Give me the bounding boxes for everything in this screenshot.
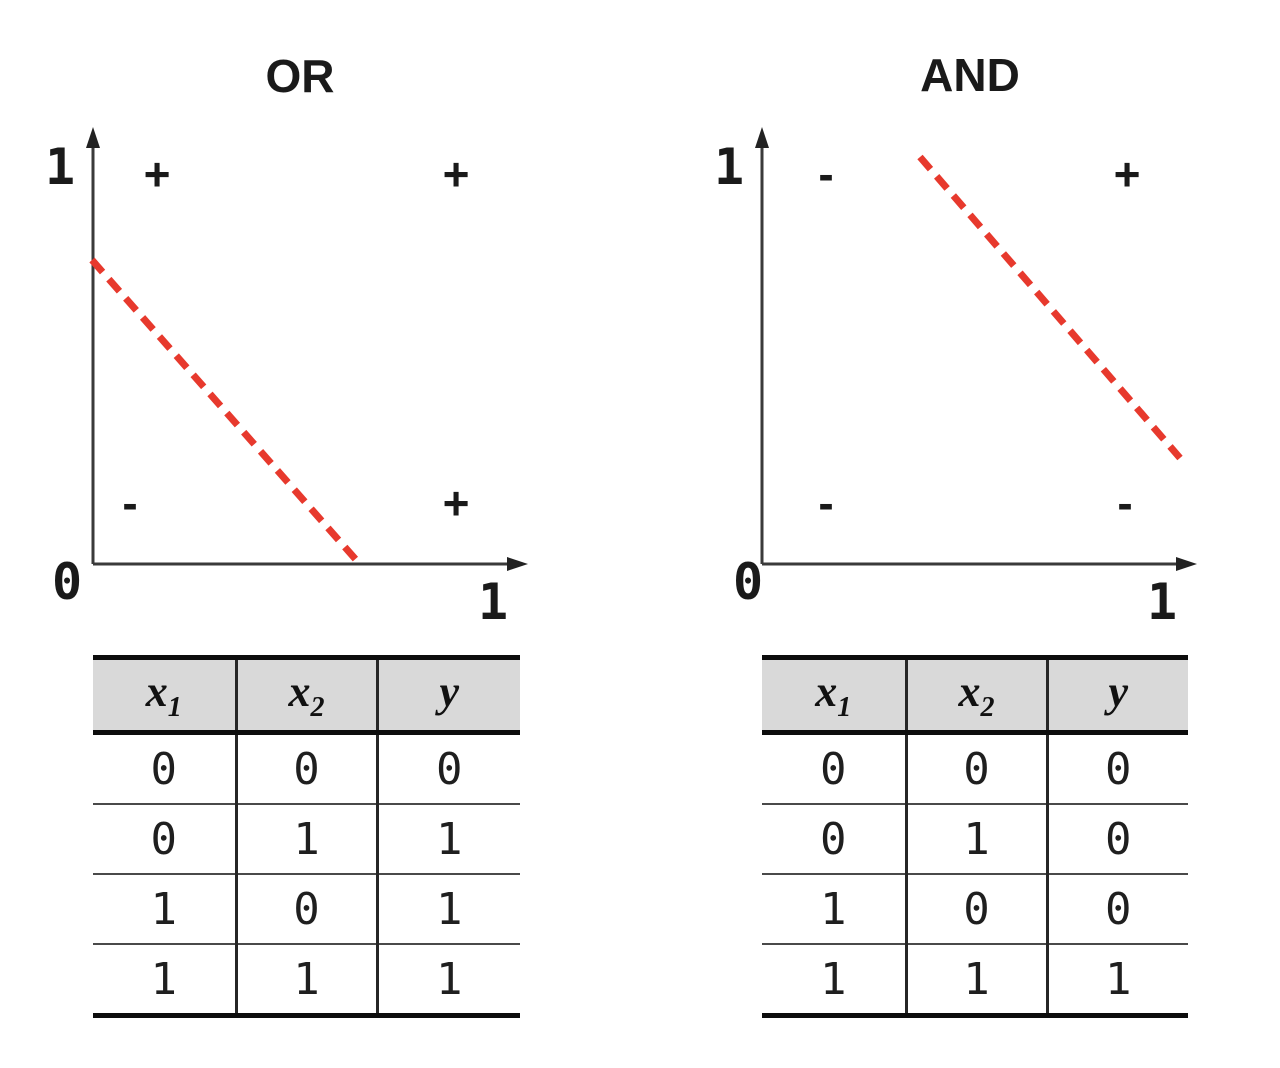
header-sub: 1 (167, 691, 182, 723)
or-cell-r2-x2: 0 (234, 873, 377, 944)
and-decision-boundary-line (917, 154, 1183, 461)
header-base: x (145, 667, 168, 717)
or-cell-r1-x2: 1 (234, 803, 377, 874)
and-sign-bottom-right: - (1117, 477, 1132, 529)
or-origin-label: 0 (52, 553, 82, 611)
and-cell-r2-y: 0 (1045, 873, 1188, 944)
header-sub: 2 (310, 691, 325, 723)
or-col-header-x1: x1 (93, 657, 236, 735)
or-panel-title: OR (266, 50, 335, 102)
and-sign-top-right: + (1114, 148, 1141, 200)
or-cell-r1-y: 1 (375, 803, 520, 874)
table-row: 0 1 1 (93, 803, 520, 874)
and-truth-table: x1 x2 y 0 0 0 0 1 0 1 0 0 1 1 (762, 655, 1188, 1018)
or-sign-bottom-right: + (443, 477, 470, 529)
and-cell-r2-x1: 1 (762, 873, 906, 944)
or-col-header-x2: x2 (234, 657, 377, 735)
and-panel-title: AND (920, 49, 1020, 101)
and-cell-r1-x1: 0 (762, 803, 906, 874)
or-cell-r3-x2: 1 (234, 943, 377, 1016)
or-decision-boundary-line (89, 257, 361, 565)
or-plot: OR 1 0 1 + + - + (45, 50, 528, 631)
or-cell-r2-y: 1 (375, 873, 520, 944)
table-row: 1 0 1 (93, 873, 520, 944)
or-sign-top-right: + (443, 148, 470, 200)
or-sign-top-left: + (144, 148, 171, 200)
and-col-header-x1: x1 (762, 657, 906, 735)
or-y-max-label: 1 (45, 138, 75, 196)
and-col-header-x2: x2 (904, 657, 1047, 735)
and-x-max-label: 1 (1147, 573, 1177, 631)
and-x-axis-arrowhead-icon (1176, 557, 1197, 571)
header-base: y (439, 667, 460, 717)
and-cell-r0-y: 0 (1045, 731, 1188, 804)
and-table-header-row: x1 x2 y (762, 657, 1188, 735)
or-cell-r3-y: 1 (375, 943, 520, 1016)
header-sub: 2 (980, 691, 995, 723)
table-row: 1 1 1 (762, 943, 1188, 1016)
header-base: y (1108, 667, 1129, 717)
or-y-axis-arrowhead-icon (86, 127, 100, 148)
or-sign-bottom-left: - (122, 477, 137, 529)
table-row: 0 1 0 (762, 803, 1188, 874)
or-cell-r0-y: 0 (375, 731, 520, 804)
plots-svg: OR 1 0 1 + + - + AND 1 0 1 - + (45, 49, 1197, 631)
and-cell-r1-y: 0 (1045, 803, 1188, 874)
and-y-axis-arrowhead-icon (755, 127, 769, 148)
or-cell-r0-x1: 0 (93, 731, 236, 804)
or-cell-r2-x1: 1 (93, 873, 236, 944)
and-cell-r3-x1: 1 (762, 943, 906, 1016)
or-x-axis-arrowhead-icon (507, 557, 528, 571)
and-sign-bottom-left: - (818, 477, 833, 529)
and-origin-label: 0 (733, 553, 763, 611)
table-row: 0 0 0 (762, 731, 1188, 804)
or-cell-r0-x2: 0 (234, 731, 377, 804)
or-truth-table: x1 x2 y 0 0 0 0 1 1 1 0 1 1 1 (93, 655, 520, 1018)
or-table-header-row: x1 x2 y (93, 657, 520, 735)
and-plot: AND 1 0 1 - + - - (714, 49, 1197, 631)
and-cell-r3-y: 1 (1045, 943, 1188, 1016)
and-sign-top-left: - (818, 148, 833, 200)
table-row: 0 0 0 (93, 731, 520, 804)
and-cell-r0-x1: 0 (762, 731, 906, 804)
or-col-header-y: y (375, 657, 520, 735)
header-base: x (815, 667, 838, 717)
header-base: x (958, 667, 981, 717)
and-cell-r2-x2: 0 (904, 873, 1047, 944)
or-x-max-label: 1 (478, 573, 508, 631)
table-row: 1 1 1 (93, 943, 520, 1016)
and-cell-r1-x2: 1 (904, 803, 1047, 874)
or-cell-r3-x1: 1 (93, 943, 236, 1016)
and-col-header-y: y (1045, 657, 1188, 735)
and-cell-r0-x2: 0 (904, 731, 1047, 804)
and-cell-r3-x2: 1 (904, 943, 1047, 1016)
header-base: x (288, 667, 311, 717)
table-row: 1 0 0 (762, 873, 1188, 944)
or-cell-r1-x1: 0 (93, 803, 236, 874)
header-sub: 1 (837, 691, 852, 723)
and-y-max-label: 1 (714, 138, 744, 196)
